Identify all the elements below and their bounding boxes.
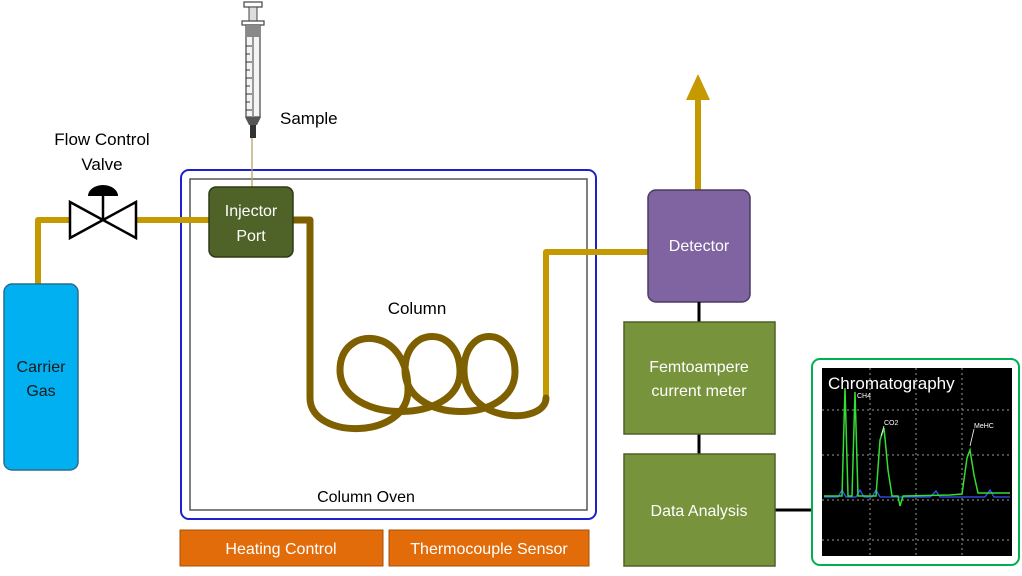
injector-port-label-line2: Port (236, 228, 266, 245)
column-oven-label: Column Oven (317, 489, 415, 506)
carrier-gas-cylinder (3, 283, 79, 471)
injector-port-label-line1: Injector (225, 203, 278, 220)
heating-control-label: Heating Control (225, 541, 336, 558)
data-analysis-label: Data Analysis (651, 503, 748, 520)
outlet-arrow-head (686, 74, 710, 100)
injector-port-box (208, 186, 294, 258)
column-coil (288, 216, 550, 432)
flow-control-valve-icon (68, 185, 138, 241)
thermocouple-sensor-label: Thermocouple Sensor (410, 541, 568, 558)
tube-carrier-to-valve (35, 217, 70, 290)
detector-label: Detector (669, 238, 730, 255)
chromatogram-label-leaders (880, 425, 975, 447)
column-oven-inner-frame (189, 178, 588, 511)
syringe-icon (241, 1, 265, 190)
carrier-gas-label-line2: Gas (26, 383, 55, 400)
femtoampere-label-line1: Femtoampere (649, 359, 749, 376)
femtoampere-meter-box (623, 321, 776, 435)
data-analysis-box (623, 453, 776, 567)
column-label: Column (388, 299, 447, 318)
peak-label-ch4: CH4 (857, 393, 871, 400)
chromatogram-trace-green (824, 387, 1010, 507)
flow-control-valve-label-line1: Flow Control (54, 130, 149, 149)
femtoampere-label-line2: current meter (651, 383, 747, 400)
heating-control-box (179, 529, 384, 567)
gas-tubing (35, 98, 701, 398)
sample-label: Sample (280, 109, 338, 128)
flow-control-valve-label-line2: Valve (81, 155, 122, 174)
chromatogram-grid (822, 368, 1012, 556)
chromatogram-screen (822, 368, 1012, 556)
chromatogram-peak-labels: CH4 CO2 MeHC (857, 393, 994, 430)
thermocouple-sensor-box (388, 529, 590, 567)
tube-column-to-detector (543, 249, 650, 398)
peak-label-meohc: MeHC (974, 423, 994, 430)
peak-label-co2: CO2 (884, 420, 899, 427)
column-oven-outline (180, 169, 597, 520)
chromatography-label: Chromatography (828, 374, 955, 393)
carrier-gas-label-line1: Carrier (17, 359, 67, 376)
